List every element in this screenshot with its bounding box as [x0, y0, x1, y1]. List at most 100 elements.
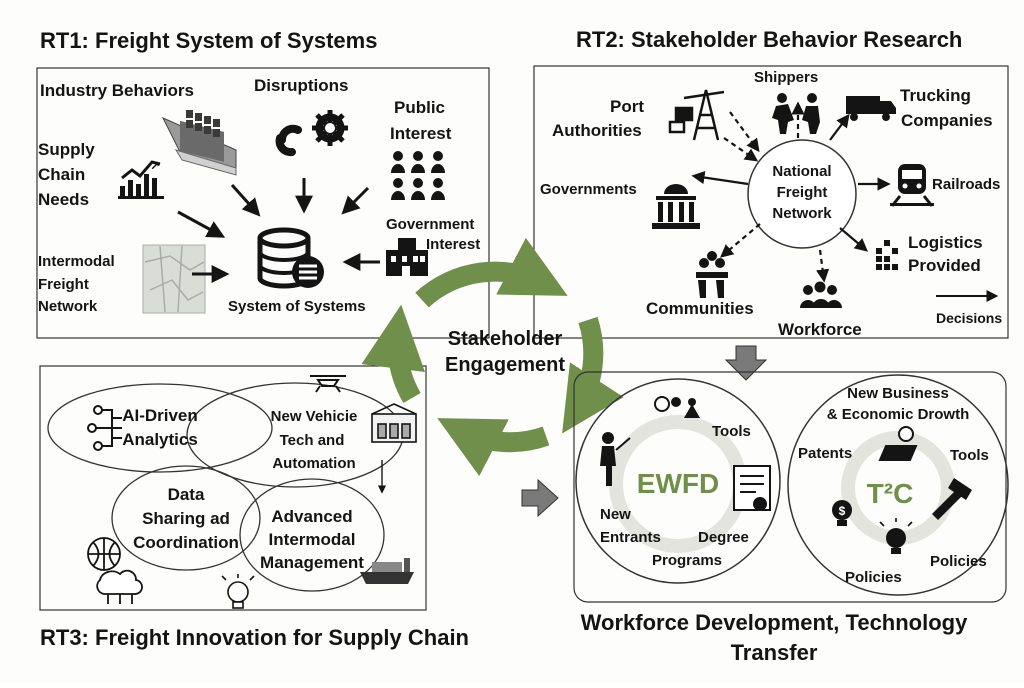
- ai-label-1: AI-Driven: [122, 406, 198, 425]
- workforce-label: Workforce: [778, 320, 862, 339]
- stakeholder-cycle-arrows: [361, 237, 624, 477]
- rt2-arrows: [691, 101, 891, 283]
- warehouse-icon: [371, 403, 417, 443]
- government-interest-1: Government: [386, 216, 474, 233]
- port-label-2: Authorities: [552, 121, 642, 140]
- freight-network-map-image: [142, 244, 206, 314]
- t2c-label: T²C: [867, 478, 914, 509]
- shippers-icon: [772, 93, 820, 134]
- nfn-label-2: Freight: [777, 184, 828, 201]
- system-of-systems-label: System of Systems: [228, 298, 366, 315]
- svg-text:↗: ↗: [150, 159, 160, 173]
- train-icon: [890, 164, 934, 207]
- ewfd-outer-circle: [575, 378, 781, 584]
- rt3-frame: [39, 365, 427, 611]
- policies-left-label: Policies: [845, 569, 902, 586]
- degree-label-1: Degree: [698, 529, 749, 546]
- workforce-group-icon: [800, 281, 842, 308]
- database-icon: [257, 227, 324, 289]
- government-building-icon: [386, 238, 428, 276]
- public-people-icon: [391, 151, 445, 200]
- ai-circuit-icon: [87, 405, 122, 451]
- rt2-frame: [533, 65, 1009, 339]
- ewfd-label: EWFD: [637, 468, 719, 499]
- broken-link-gear-icon: [275, 110, 348, 157]
- ai-ellipse: [47, 383, 273, 473]
- rt1-frame: [36, 67, 490, 339]
- advanced-label-2: Intermodal: [269, 530, 356, 549]
- governments-label: Governments: [540, 181, 637, 198]
- supply-label-2: Chain: [38, 165, 85, 184]
- logistics-label-1: Logistics: [908, 233, 983, 252]
- new-entrants-2: Entrants: [600, 529, 661, 546]
- supply-label-1: Supply: [38, 140, 95, 159]
- person-head: [413, 178, 423, 188]
- rt1-arrows: [177, 178, 380, 283]
- rt4-title-2: Transfer: [731, 640, 818, 665]
- disruptions-label: Disruptions: [254, 76, 348, 95]
- stakeholder-label-1: Stakeholder: [448, 328, 563, 350]
- person-head: [393, 178, 403, 188]
- industry-behaviors-label: Industry Behaviors: [40, 81, 194, 100]
- public-label-2: Interest: [390, 124, 452, 143]
- person-body: [391, 164, 405, 173]
- communities-icon: [696, 251, 728, 298]
- rt3-title: RT3: Freight Innovation for Supply Chain: [40, 625, 469, 650]
- vehicle-label-1: New Vehicie: [271, 408, 358, 425]
- rt4-title-1: Workforce Development, Technology: [581, 610, 968, 635]
- policies-right-label: Policies: [930, 553, 987, 570]
- public-label-1: Public: [394, 98, 445, 117]
- patents-label: Patents: [798, 445, 852, 462]
- right-block-arrow: [521, 478, 559, 518]
- intermodal-label-1: Intermodal: [38, 253, 115, 270]
- advanced-label-3: Management: [260, 553, 364, 572]
- person-head: [433, 178, 443, 188]
- hammer-icon: [932, 478, 972, 520]
- bar-chart-icon: ↗: [118, 159, 164, 199]
- data-label-1: Data: [168, 485, 205, 504]
- t2c-outer-circle: [787, 374, 1009, 596]
- truck-icon: [846, 96, 896, 121]
- globe-cloud-icon: [87, 537, 143, 604]
- vehicle-label-3: Automation: [272, 455, 355, 472]
- vehicle-label-2: Tech and: [280, 432, 345, 449]
- idea-bulb-icon: [879, 518, 913, 554]
- person-head: [433, 151, 443, 161]
- shippers-label: Shippers: [754, 69, 818, 86]
- advanced-ellipse: [239, 478, 385, 592]
- down-block-arrow: [724, 345, 768, 381]
- communities-label: Communities: [646, 299, 754, 318]
- intermodal-label-2: Freight: [38, 276, 89, 293]
- government-interest-2: Interest: [426, 236, 480, 253]
- teacher-icon: [600, 432, 631, 486]
- ai-label-2: Analytics: [122, 430, 198, 449]
- logistics-label-2: Provided: [908, 256, 981, 275]
- drone-icon: [310, 375, 346, 393]
- nfn-label-1: National: [772, 163, 831, 180]
- badge-icon: [878, 426, 918, 461]
- cargo-ship-icon: [161, 110, 237, 176]
- stakeholder-label-2: Engagement: [445, 354, 565, 376]
- rt4-frame: [573, 371, 1007, 603]
- container-ship-icon: [360, 558, 414, 584]
- decisions-label: Decisions: [936, 310, 1002, 326]
- t2c-tools-label: Tools: [950, 447, 989, 464]
- person-body: [431, 191, 445, 200]
- person-head: [413, 151, 423, 161]
- rt1-title: RT1: Freight System of Systems: [40, 28, 377, 53]
- data-label-3: Coordination: [133, 533, 239, 552]
- railroads-label: Railroads: [932, 176, 1000, 193]
- dollar-bulb-icon: $: [832, 500, 852, 526]
- logistics-grid-icon: [876, 240, 898, 270]
- data-label-2: Sharing ad: [142, 509, 230, 528]
- degree-label-2: Programs: [652, 552, 722, 569]
- new-business-2: & Economic Drowth: [827, 406, 970, 423]
- new-business-1: New Business: [847, 385, 949, 402]
- rt2-title: RT2: Stakeholder Behavior Research: [576, 27, 962, 52]
- ewfd-tools-label: Tools: [712, 423, 751, 440]
- new-entrants-1: New: [600, 506, 631, 523]
- port-crane-icon: [668, 89, 725, 141]
- data-ellipse: [111, 465, 261, 571]
